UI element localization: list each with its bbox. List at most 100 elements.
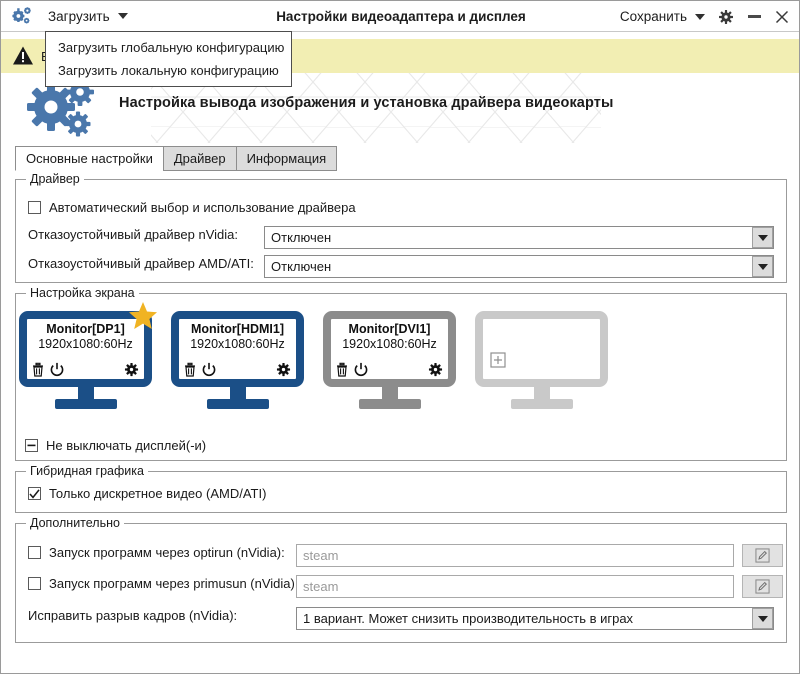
- monitor-neck: [77, 387, 94, 399]
- chevron-down-icon: [117, 13, 128, 19]
- tab-information[interactable]: Информация: [235, 146, 338, 171]
- tab-driver[interactable]: Драйвер: [162, 146, 237, 171]
- gear-icon[interactable]: [428, 362, 443, 377]
- load-dropdown-menu: Загрузить глобальную конфигурацию Загруз…: [45, 31, 292, 87]
- monitor-base: [206, 399, 269, 409]
- monitor-neck: [533, 387, 550, 399]
- load-menu-button[interactable]: Загрузить: [44, 7, 132, 26]
- amd-fallback-label: Отказоустойчивый драйвер AMD/ATI:: [28, 256, 254, 271]
- pencil-icon: [755, 548, 770, 563]
- primusrun-label: Запуск программ через primusun (nVidia):: [49, 576, 299, 591]
- save-menu-label: Сохранить: [619, 9, 687, 24]
- title-bar: Загрузить Настройки видеоадаптера и дисп…: [1, 1, 799, 32]
- driver-group-legend: Драйвер: [26, 172, 84, 186]
- trash-icon[interactable]: [31, 362, 45, 377]
- settings-gear-button[interactable]: [713, 4, 739, 30]
- keep-display-on-checkbox[interactable]: [25, 439, 38, 452]
- auto-driver-row: Автоматический выбор и использование дра…: [28, 200, 356, 215]
- tearing-label: Исправить разрыв кадров (nVidia):: [28, 608, 238, 623]
- driver-group: Драйвер Автоматический выбор и использов…: [15, 172, 787, 283]
- monitor-base: [510, 399, 573, 409]
- power-icon[interactable]: [354, 362, 368, 377]
- dropdown-arrow-button[interactable]: [752, 256, 773, 277]
- tab-label: Информация: [246, 151, 327, 166]
- chevron-down-icon: [757, 263, 768, 270]
- app-gears-icon: [10, 5, 34, 27]
- pencil-icon: [755, 579, 770, 594]
- warning-triangle-icon: [13, 46, 33, 65]
- optirun-checkbox[interactable]: [28, 546, 41, 559]
- optirun-row: Запуск программ через optirun (nVidia):: [28, 545, 285, 560]
- menu-item-load-local[interactable]: Загрузить локальную конфигурацию: [58, 63, 279, 78]
- monitor-resolution: 1920x1080:60Hz: [38, 337, 133, 351]
- screen-group-legend: Настройка экрана: [26, 286, 139, 300]
- monitor-resolution: 1920x1080:60Hz: [190, 337, 285, 351]
- monitor-screen: Monitor[HDMI1] 1920x1080:60Hz: [171, 311, 304, 387]
- monitor-actions: [183, 362, 291, 377]
- power-icon[interactable]: [50, 362, 64, 377]
- gear-icon: [719, 9, 733, 24]
- monitor-card-dvi1[interactable]: Monitor[DVI1] 1920x1080:60Hz: [323, 311, 456, 409]
- auto-driver-checkbox[interactable]: [28, 201, 41, 214]
- chevron-down-icon: [757, 234, 768, 241]
- primusrun-row: Запуск программ через primusun (nVidia):: [28, 576, 298, 591]
- checkmark-icon: [29, 488, 40, 499]
- titlebar-controls: Сохранить: [614, 1, 795, 32]
- tab-label: Основные настройки: [26, 151, 153, 166]
- plus-box-icon[interactable]: [490, 352, 506, 373]
- monitor-screen: Monitor[DVI1] 1920x1080:60Hz: [323, 311, 456, 387]
- optirun-label: Запуск программ через optirun (nVidia):: [49, 545, 285, 560]
- tearing-select[interactable]: 1 вариант. Может снизить производительно…: [296, 607, 774, 630]
- nvidia-fallback-row: Отказоустойчивый драйвер nVidia:: [28, 227, 262, 242]
- minimize-icon: [747, 15, 761, 18]
- monitor-screen: Monitor[DP1] 1920x1080:60Hz: [19, 311, 152, 387]
- amd-fallback-row: Отказоустойчивый драйвер AMD/ATI:: [28, 256, 262, 271]
- optirun-placeholder: steam: [303, 548, 339, 563]
- monitor-title: Monitor[DVI1]: [348, 322, 431, 336]
- banner-title: Настройка вывода изображения и установка…: [119, 95, 614, 111]
- menu-item-load-global[interactable]: Загрузить глобальную конфигурацию: [58, 40, 285, 55]
- nvidia-fallback-select[interactable]: Отключен: [264, 226, 774, 249]
- discrete-only-checkbox[interactable]: [28, 487, 41, 500]
- dropdown-arrow-button[interactable]: [752, 227, 773, 248]
- save-menu-button[interactable]: Сохранить: [614, 7, 711, 26]
- discrete-only-label: Только дискретное видео (AMD/ATI): [49, 486, 267, 501]
- close-button[interactable]: [769, 4, 795, 30]
- tearing-value: 1 вариант. Может снизить производительно…: [303, 611, 634, 626]
- keep-display-on-label: Не выключать дисплей(-и): [46, 438, 207, 453]
- dropdown-arrow-button[interactable]: [752, 608, 773, 629]
- gear-icon[interactable]: [276, 362, 291, 377]
- monitor-actions: [335, 362, 443, 377]
- monitor-base: [54, 399, 117, 409]
- primusrun-edit-button[interactable]: [742, 575, 783, 598]
- tab-strip: Основные настройки Драйвер Информация: [15, 146, 338, 171]
- amd-fallback-value: Отключен: [271, 259, 332, 274]
- additional-group: Дополнительно Запуск программ через opti…: [15, 516, 787, 643]
- monitor-card-dp1[interactable]: Monitor[DP1] 1920x1080:60Hz: [19, 302, 157, 409]
- close-icon: [775, 10, 789, 23]
- power-icon[interactable]: [202, 362, 216, 377]
- hybrid-graphics-group: Гибридная графика Только дискретное виде…: [15, 464, 787, 513]
- monitor-title: Monitor[DP1]: [46, 322, 125, 336]
- monitor-base: [358, 399, 421, 409]
- tab-label: Драйвер: [173, 151, 226, 166]
- primusrun-placeholder: steam: [303, 579, 339, 594]
- discrete-only-row: Только дискретное видео (AMD/ATI): [28, 486, 266, 501]
- gear-icon[interactable]: [124, 362, 139, 377]
- additional-group-legend: Дополнительно: [26, 516, 124, 530]
- amd-fallback-select[interactable]: Отключен: [264, 255, 774, 278]
- primusrun-input[interactable]: steam: [296, 575, 734, 598]
- trash-icon[interactable]: [183, 362, 197, 377]
- monitor-actions: [31, 362, 139, 377]
- monitor-card-hdmi1[interactable]: Monitor[HDMI1] 1920x1080:60Hz: [171, 311, 304, 409]
- optirun-edit-button[interactable]: [742, 544, 783, 567]
- indeterminate-dash-icon: [27, 444, 36, 447]
- monitor-neck: [381, 387, 398, 399]
- trash-icon[interactable]: [335, 362, 349, 377]
- primusrun-checkbox[interactable]: [28, 577, 41, 590]
- tab-main-settings[interactable]: Основные настройки: [15, 146, 164, 171]
- optirun-input[interactable]: steam: [296, 544, 734, 567]
- monitor-card-add-slot[interactable]: [475, 311, 608, 409]
- minimize-button[interactable]: [741, 4, 767, 30]
